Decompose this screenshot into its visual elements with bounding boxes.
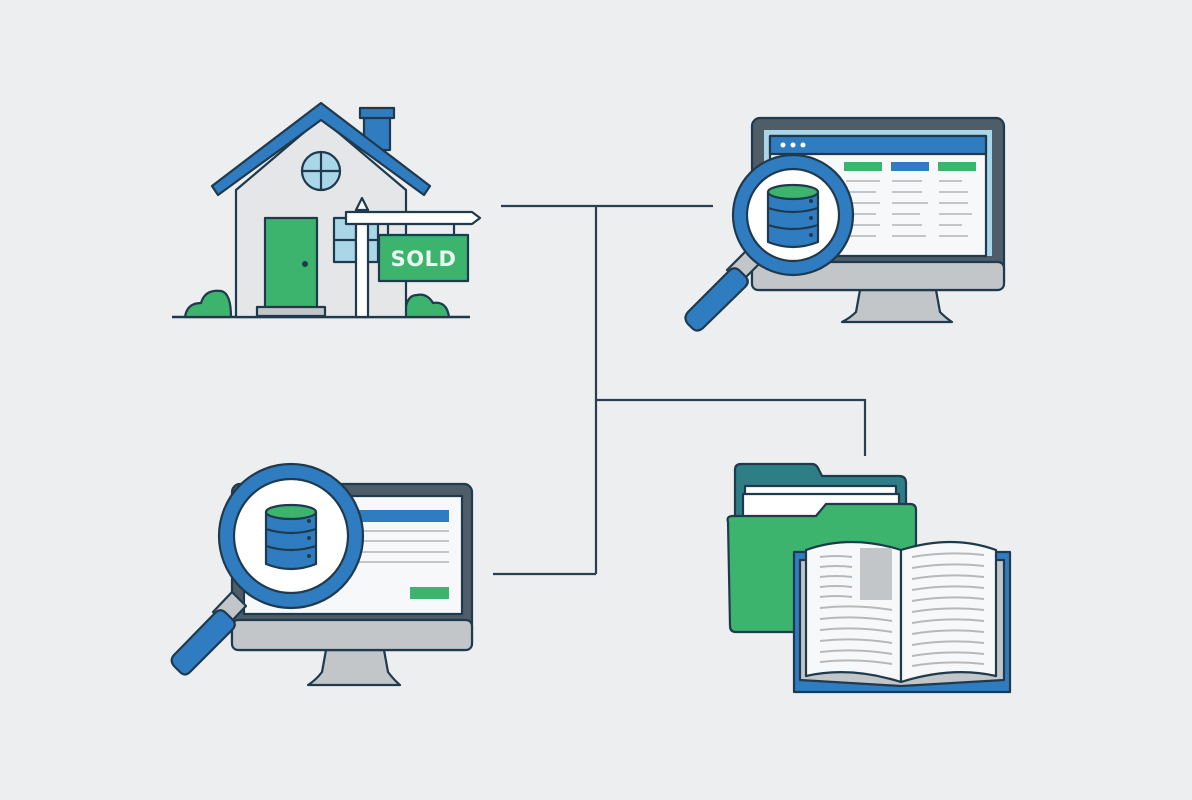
sign-arm bbox=[344, 210, 482, 226]
table-header-3 bbox=[938, 162, 976, 171]
bush-left-icon bbox=[183, 289, 233, 319]
sold-sign bbox=[377, 233, 470, 283]
sold-sign-text: SOLD bbox=[391, 247, 457, 271]
monitor-stand bbox=[840, 288, 954, 324]
book-image-placeholder bbox=[860, 548, 892, 600]
magnifier-database-bottom-icon bbox=[170, 462, 365, 676]
table-header-1 bbox=[844, 162, 882, 171]
magnifier-database-top-icon bbox=[684, 153, 855, 332]
bush-right-icon bbox=[403, 293, 451, 319]
book-text-lines bbox=[819, 552, 985, 667]
sign-post bbox=[354, 208, 370, 319]
table-header-2 bbox=[891, 162, 929, 171]
house-icon bbox=[172, 101, 482, 319]
connector-lines bbox=[493, 204, 867, 576]
door-icon bbox=[263, 216, 319, 310]
connector-to-documents bbox=[596, 398, 867, 456]
form-submit-button bbox=[410, 587, 449, 599]
open-book-icon bbox=[792, 540, 1012, 694]
monitor-stand bbox=[306, 648, 402, 687]
